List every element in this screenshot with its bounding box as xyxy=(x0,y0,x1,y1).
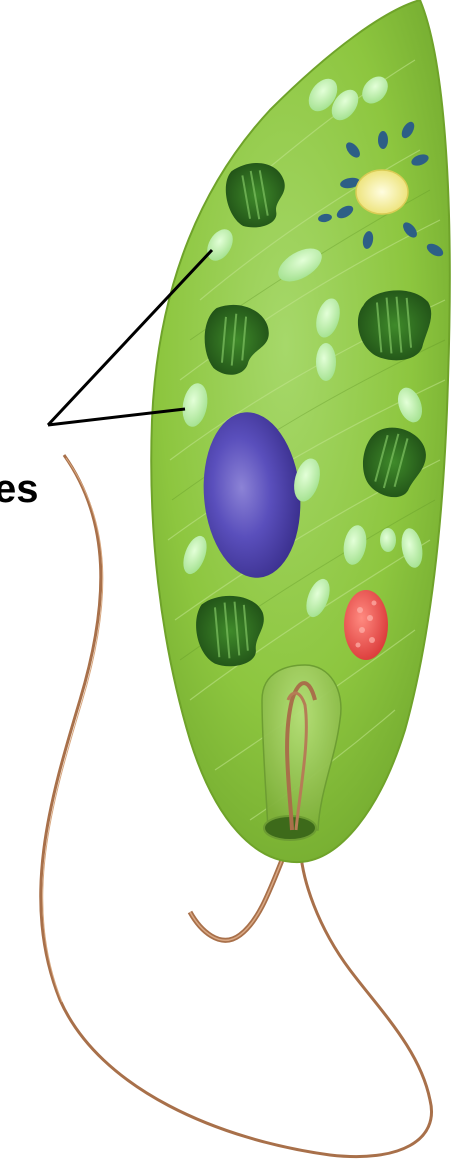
organelle-label: es xyxy=(0,467,39,511)
eyespot xyxy=(344,590,388,660)
